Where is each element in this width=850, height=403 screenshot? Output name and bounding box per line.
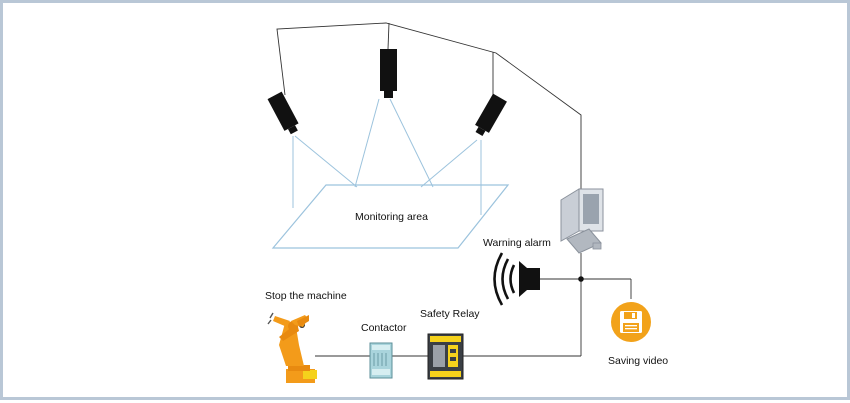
stop-machine-label: Stop the machine — [265, 290, 347, 302]
camera-icon — [475, 93, 507, 137]
signal-wiring — [315, 253, 632, 357]
warning-alarm-label: Warning alarm — [483, 237, 551, 249]
system-diagram: Monitoring area Warning alarm — [265, 22, 668, 383]
camera-icon — [267, 91, 299, 135]
safety-relay-icon — [427, 333, 464, 380]
monitoring-area-label: Monitoring area — [355, 211, 428, 223]
monitoring-area — [271, 184, 510, 249]
saving-video-label: Saving video — [608, 355, 668, 367]
robot-arm-icon — [267, 312, 317, 383]
camera-icon — [380, 49, 397, 98]
computer-icon — [560, 188, 604, 254]
speaker-icon — [493, 252, 540, 306]
contactor-icon — [369, 342, 393, 379]
field-of-view-lines — [292, 98, 482, 215]
junction-dot — [578, 276, 584, 282]
contactor-label: Contactor — [361, 322, 407, 334]
safety-relay-label: Safety Relay — [420, 308, 480, 320]
camera-wiring — [276, 22, 582, 191]
floppy-disk-icon — [611, 302, 651, 342]
